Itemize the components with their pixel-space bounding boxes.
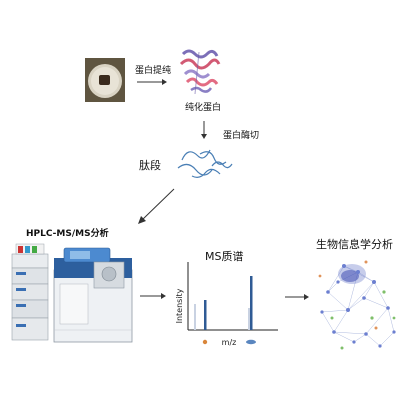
arrow-right-1 — [137, 78, 167, 86]
protein-structure-icon — [175, 48, 223, 98]
arrow-diagonal — [136, 188, 176, 226]
peptide-fragments-icon — [172, 140, 236, 184]
bioinfo-network — [314, 252, 400, 356]
purify-label: 蛋白提纯 — [135, 66, 172, 76]
hplc-label: HPLC-MS/MS分析 — [26, 229, 109, 239]
ms-marker-blue — [246, 339, 256, 345]
ms-peak-4 — [250, 276, 253, 330]
arrow-right-2 — [140, 292, 166, 300]
ms-peak-1 — [194, 304, 196, 330]
ms-peak-2 — [204, 300, 207, 330]
digest-label: 蛋白酶切 — [223, 131, 260, 141]
purified-label: 纯化蛋白 — [185, 103, 222, 113]
ms-ylabel: Intensity — [175, 288, 184, 323]
ms-peak-3 — [248, 308, 250, 330]
ms-label: MS质谱 — [205, 250, 244, 263]
ms-spectrum: Intensity m/z — [172, 258, 282, 350]
ms-xlabel: m/z — [222, 338, 237, 347]
protein-sample-photo — [85, 58, 125, 102]
ms-marker-orange — [202, 339, 208, 345]
peptide-label: 肽段 — [139, 159, 161, 172]
arrow-down-1 — [200, 121, 208, 139]
hplc-ms-instrument — [8, 240, 136, 346]
arrow-right-3 — [285, 293, 309, 301]
bioinfo-label: 生物信息学分析 — [316, 238, 393, 251]
